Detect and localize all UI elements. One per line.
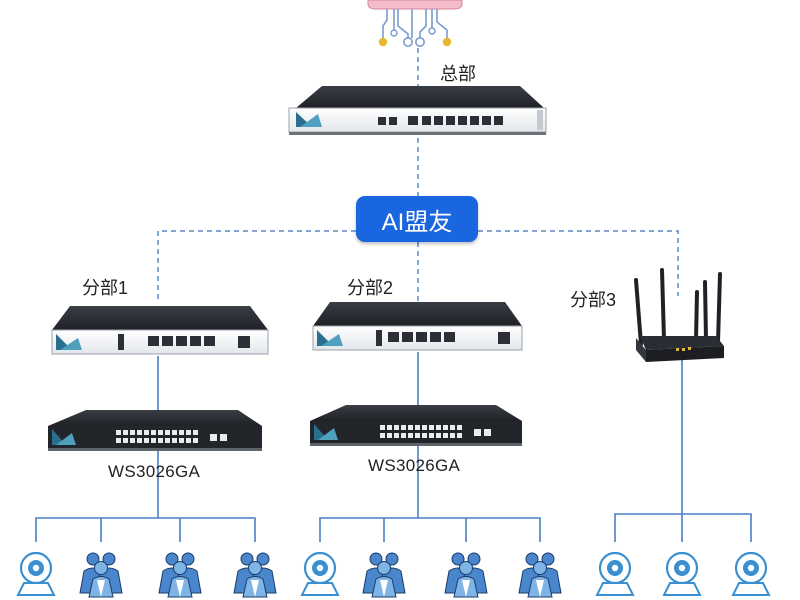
camera-icon	[731, 551, 771, 597]
link-hub-to-branch1	[157, 230, 356, 302]
solid-links	[35, 352, 752, 542]
branch3-label: 分部3	[570, 290, 617, 310]
person-icon	[158, 552, 202, 598]
branch1-endpoints	[16, 551, 277, 598]
person-icon	[79, 552, 123, 598]
branch1-label: 分部1	[82, 278, 129, 298]
person-icon	[362, 552, 406, 598]
switch2-model-label: WS3026GA	[368, 456, 461, 475]
camera-icon	[16, 551, 56, 597]
branch3-wireless-router	[634, 268, 724, 362]
headquarters-label: 总部	[440, 64, 476, 84]
camera-icon	[662, 551, 702, 597]
branch2-label: 分部2	[347, 278, 394, 298]
link-hub-to-branch3	[478, 230, 679, 296]
person-icon	[444, 552, 488, 598]
camera-icon	[595, 551, 635, 597]
branch2-switch	[310, 405, 522, 446]
ai-hub-button[interactable]: AI盟友	[356, 196, 478, 242]
branch1-router	[51, 306, 269, 355]
branch2-endpoints	[300, 551, 562, 598]
branch3-endpoints	[595, 551, 771, 597]
branch1-switch	[48, 410, 262, 451]
camera-icon	[300, 551, 340, 597]
branch2-router	[312, 302, 523, 351]
person-icon	[518, 552, 562, 598]
cloud-circuit-icon	[367, 0, 463, 47]
dashed-links	[157, 48, 679, 302]
switch1-model-label: WS3026GA	[108, 462, 201, 481]
headquarters-server	[288, 86, 547, 135]
person-icon	[233, 552, 277, 598]
